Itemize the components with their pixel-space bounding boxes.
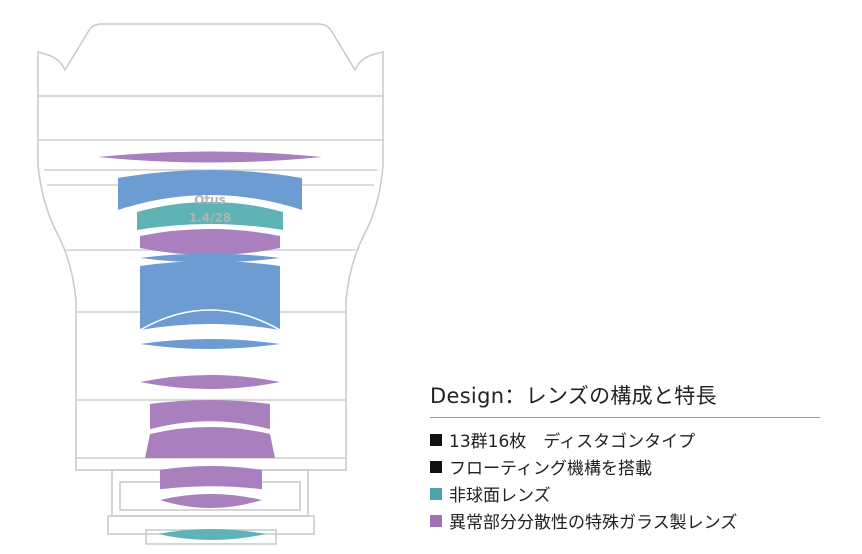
lens-hood-outline <box>37 23 384 97</box>
lens-element-12-special <box>160 494 262 508</box>
lens-element-1-special <box>98 151 322 163</box>
lens-legend: Design：レンズの構成と特長 13群16枚 ディスタゴンタイプ フローティン… <box>430 380 820 534</box>
legend-item-special-glass: 異常部分分散性の特殊ガラス製レンズ <box>430 507 820 534</box>
legend-swatch-black-square <box>430 460 442 473</box>
lens-element-7 <box>140 339 280 349</box>
legend-label: 13群16枚 ディスタゴンタイプ <box>449 432 696 452</box>
legend-item-construction: 13群16枚 ディスタゴンタイプ <box>430 426 820 453</box>
legend-item-aspherical: 非球面レンズ <box>430 480 820 507</box>
lens-cross-section-diagram: Otus 1.4/28 <box>37 23 384 545</box>
lens-marking-name: Otus <box>194 193 226 207</box>
legend-title: Design：レンズの構成と特長 <box>430 380 820 418</box>
legend-label: 非球面レンズ <box>449 486 551 506</box>
lens-element-10-special <box>145 427 275 458</box>
lens-element-6 <box>140 261 280 330</box>
element-interfaces <box>139 309 281 491</box>
legend-swatch-teal-square <box>430 487 442 500</box>
lens-element-8-special <box>140 375 280 389</box>
legend-item-floating: フローティング機構を搭載 <box>430 453 820 480</box>
lens-marking-spec: 1.4/28 <box>189 211 231 225</box>
lens-element-4-special <box>140 229 280 255</box>
legend-label: フローティング機構を搭載 <box>449 459 652 479</box>
legend-label: 異常部分分散性の特殊ガラス製レンズ <box>449 513 738 533</box>
lens-element-5 <box>140 253 280 263</box>
lens-element-2 <box>118 170 302 210</box>
lens-element-3-aspherical <box>137 202 283 230</box>
legend-swatch-purple-square <box>430 514 442 527</box>
lens-element-9-special <box>150 400 270 430</box>
lens-element-11-special <box>160 466 262 490</box>
lens-element-13-aspherical <box>158 529 266 540</box>
legend-swatch-black-square <box>430 433 442 446</box>
